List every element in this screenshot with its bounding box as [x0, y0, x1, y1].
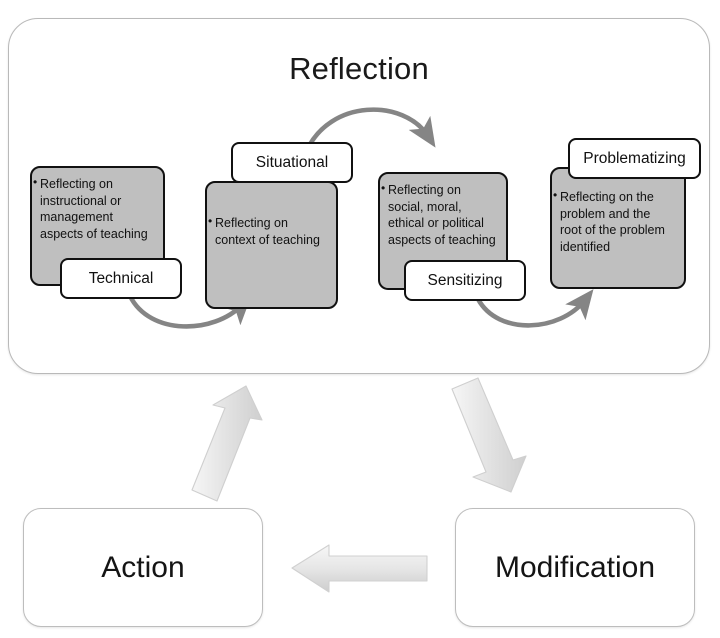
stage-bullet-situational: Reflecting on context of teaching: [208, 214, 327, 248]
stage-label-technical[interactable]: Technical: [60, 258, 182, 299]
node-action-label: Action: [101, 550, 185, 584]
node-action[interactable]: Action: [23, 508, 263, 627]
node-modification[interactable]: Modification: [455, 508, 695, 627]
stage-label-sensitizing-text: Sensitizing: [427, 271, 503, 289]
stage-label-problematizing[interactable]: Problematizing: [568, 138, 701, 179]
stage-body-situational: Reflecting on context of teaching: [205, 181, 338, 309]
stage-label-problematizing-text: Problematizing: [583, 149, 686, 167]
stage-body-problematizing: Reflecting on the problem and the root o…: [550, 167, 686, 289]
reflection-title: Reflection: [289, 51, 429, 86]
connector-reflection-to-modification: [451, 377, 527, 493]
connector-action-to-reflection: [191, 385, 263, 502]
stage-label-sensitizing[interactable]: Sensitizing: [404, 260, 526, 301]
stage-bullet-technical: Reflecting on instructional or managemen…: [33, 175, 154, 243]
stage-bullet-problematizing: Reflecting on the problem and the root o…: [553, 188, 675, 256]
stage-label-situational[interactable]: Situational: [231, 142, 353, 183]
stage-bullet-sensitizing: Reflecting on social, moral, ethical or …: [381, 181, 497, 249]
stage-label-technical-text: Technical: [88, 269, 154, 287]
stage-label-situational-text: Situational: [255, 153, 329, 171]
node-modification-label: Modification: [494, 550, 656, 584]
connector-modification-to-action: [291, 544, 428, 593]
